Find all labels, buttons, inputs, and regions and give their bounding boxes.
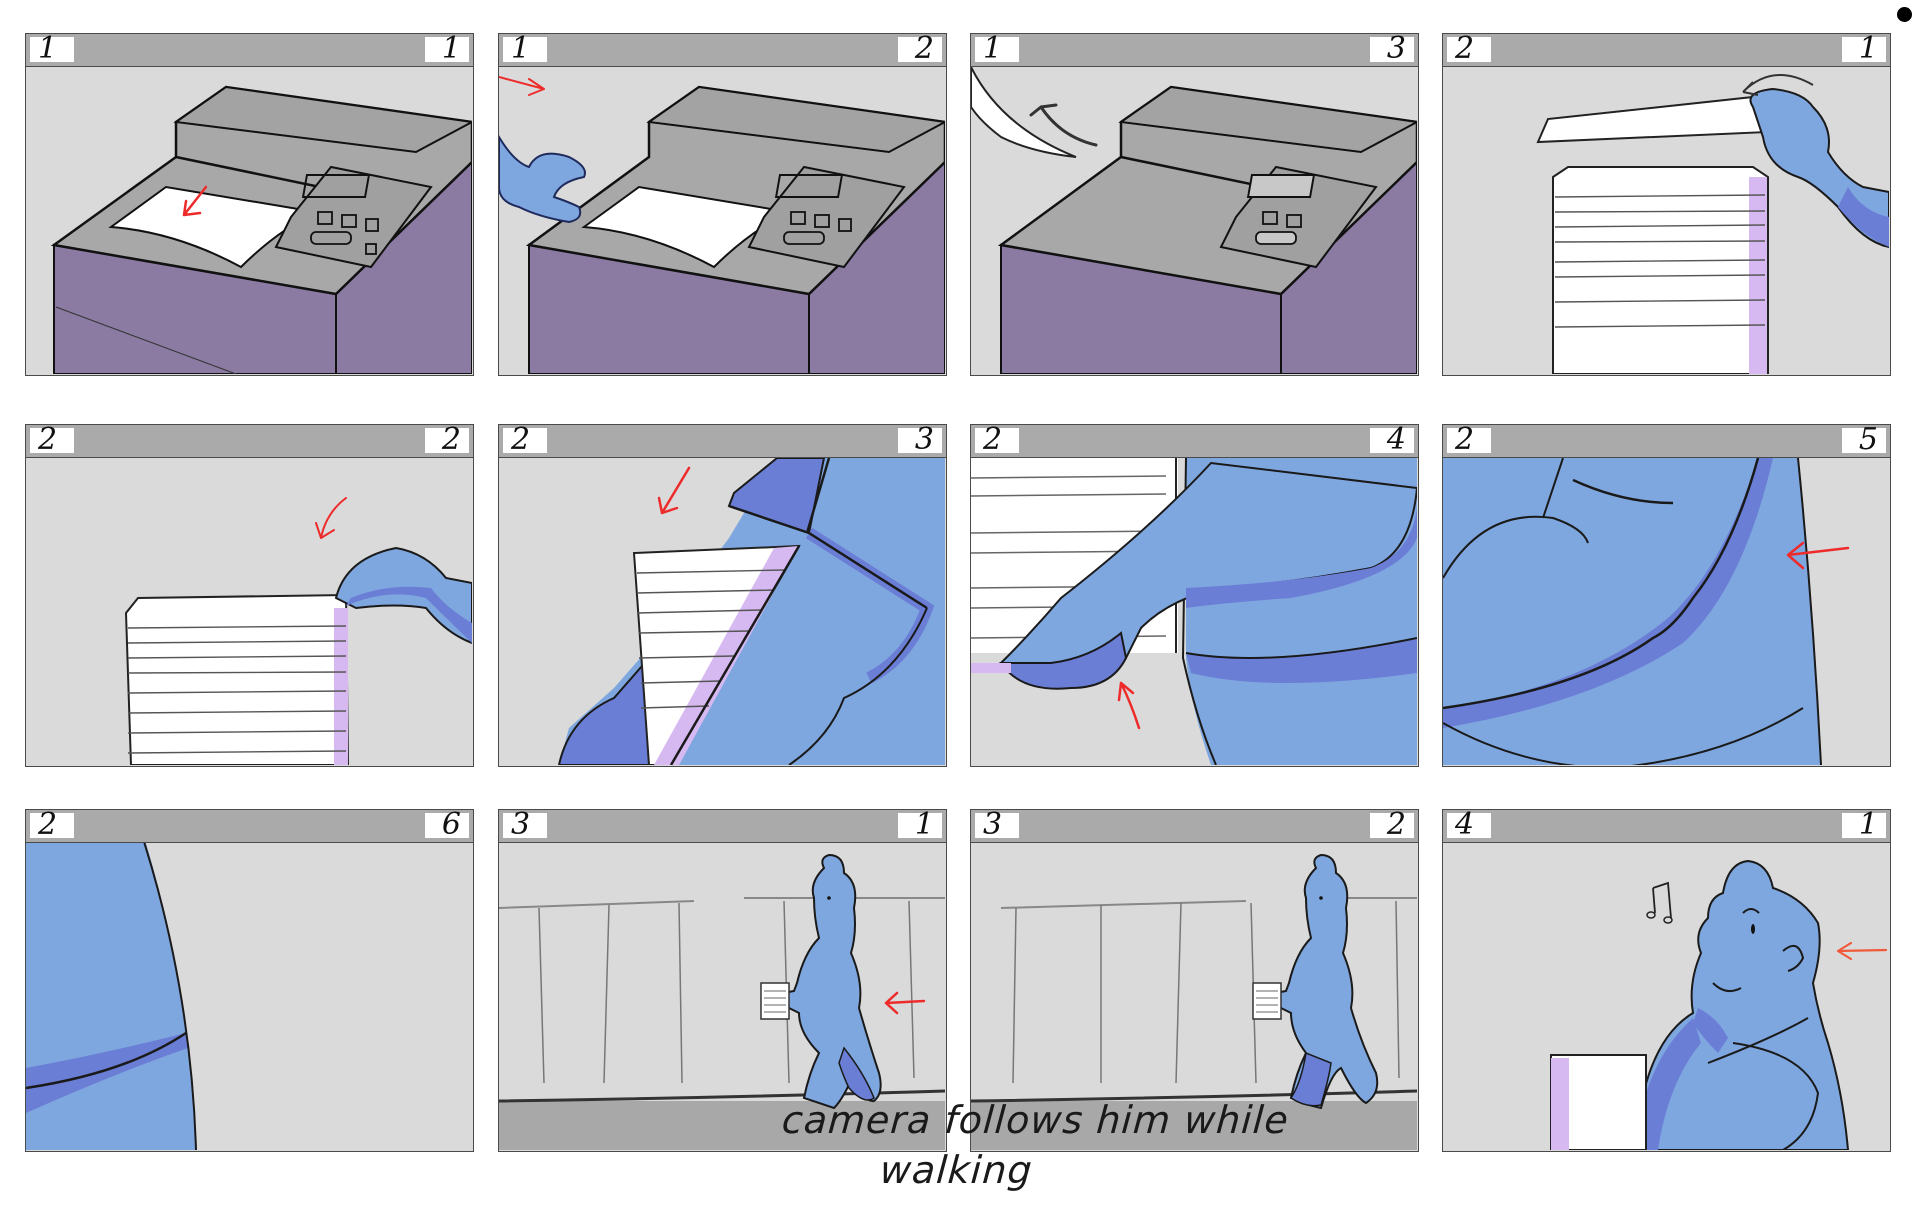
scene-number: 2	[38, 807, 58, 842]
storyboard-panel-2-1: 2 1	[1442, 31, 1891, 376]
scene-number: 2	[1455, 422, 1475, 457]
scene-number-box: 2	[503, 422, 547, 457]
shot-number: 1	[1858, 807, 1878, 842]
storyboard-panel-2-5: 2 5	[1442, 422, 1891, 767]
storyboard-panel-2-6: 2 6	[25, 807, 474, 1152]
scene-number-box: 2	[30, 807, 74, 842]
panel-art-hallway-walk-2	[971, 843, 1417, 1150]
shot-number-box: 1	[425, 31, 469, 66]
shot-number: 3	[1386, 31, 1406, 66]
storyboard-panel-4-1: 4 1	[1442, 807, 1891, 1152]
shot-number-box: 1	[898, 807, 942, 842]
shot-number-box: 1	[1842, 807, 1886, 842]
storyboard-panel-1-2: 1 2	[498, 31, 947, 376]
panel-header: 1 1	[26, 31, 473, 67]
scene-number-box: 4	[1447, 807, 1491, 842]
panel-art-humming-close-up	[1443, 843, 1889, 1150]
panel-header: 2 5	[1443, 422, 1890, 458]
shot-number-box: 2	[1370, 807, 1414, 842]
shot-number: 4	[1386, 422, 1406, 457]
panel-header: 2 1	[1443, 31, 1890, 67]
scene-number-box: 3	[503, 807, 547, 842]
shot-number: 2	[441, 422, 461, 457]
scene-number: 3	[511, 807, 531, 842]
panel-header: 4 1	[1443, 807, 1890, 843]
panel-header: 3 2	[971, 807, 1418, 843]
shot-number: 1	[914, 807, 934, 842]
shot-number: 1	[441, 31, 461, 66]
shot-number: 3	[914, 422, 934, 457]
scene-number: 1	[983, 31, 1003, 66]
shot-number-box: 5	[1842, 422, 1886, 457]
scene-number: 2	[1455, 31, 1475, 66]
storyboard-panel-1-3: 1 3	[970, 31, 1419, 376]
panel-header: 2 3	[499, 422, 946, 458]
caption-line-2: walking	[878, 1148, 1035, 1192]
scene-number-box: 2	[1447, 422, 1491, 457]
panel-art-hallway-walk-1	[499, 843, 945, 1150]
shot-number-box: 3	[898, 422, 942, 457]
shot-number-box: 2	[898, 31, 942, 66]
panel-art-grab-stack	[26, 458, 472, 765]
panel-header: 2 6	[26, 807, 473, 843]
panel-art-exit-frame	[26, 843, 472, 1150]
panel-art-arm-close-up	[1443, 458, 1889, 765]
shot-number-box: 1	[1842, 31, 1886, 66]
shot-number: 2	[914, 31, 934, 66]
shot-number-box: 3	[1370, 31, 1414, 66]
scene-number-box: 1	[30, 31, 74, 66]
scene-number: 1	[511, 31, 531, 66]
scene-number-box: 1	[975, 31, 1019, 66]
shot-number-box: 6	[425, 807, 469, 842]
scene-number: 3	[983, 807, 1003, 842]
panel-header: 1 3	[971, 31, 1418, 67]
shot-number: 5	[1858, 422, 1878, 457]
storyboard-panel-2-2: 2 2	[25, 422, 474, 767]
panel-header: 2 4	[971, 422, 1418, 458]
shot-number-box: 2	[425, 422, 469, 457]
scene-number: 1	[38, 31, 58, 66]
storyboard-panel-3-1: 3 1	[498, 807, 947, 1152]
panel-header: 2 2	[26, 422, 473, 458]
scene-number-box: 2	[30, 422, 74, 457]
storyboard-panel-2-3: 2 3	[498, 422, 947, 767]
shot-number-box: 4	[1370, 422, 1414, 457]
scene-number-box: 3	[975, 807, 1019, 842]
shot-number: 1	[1858, 31, 1878, 66]
panel-art-printer-output	[26, 67, 472, 374]
scene-number-box: 2	[975, 422, 1019, 457]
black-dot-mark	[1897, 7, 1912, 22]
scene-number-box: 1	[503, 31, 547, 66]
scene-number: 4	[1455, 807, 1475, 842]
panel-art-tuck-under-arm	[971, 458, 1417, 765]
storyboard-panel-2-4: 2 4	[970, 422, 1419, 767]
shot-number: 2	[1386, 807, 1406, 842]
panel-art-sheet-on-stack	[1443, 67, 1889, 374]
shot-number: 6	[441, 807, 461, 842]
panel-art-stack-to-body	[499, 458, 945, 765]
scene-number: 2	[983, 422, 1003, 457]
scene-number: 2	[38, 422, 58, 457]
panel-art-hand-reach	[499, 67, 945, 374]
scene-number: 2	[511, 422, 531, 457]
scene-number-box: 2	[1447, 31, 1491, 66]
panel-art-paper-swoosh	[971, 67, 1417, 374]
caption-line-1: camera follows him while	[780, 1098, 1291, 1142]
storyboard-panel-1-1: 1 1	[25, 31, 474, 376]
panel-header: 1 2	[499, 31, 946, 67]
panel-header: 3 1	[499, 807, 946, 843]
storyboard-panel-3-2: 3 2	[970, 807, 1419, 1152]
